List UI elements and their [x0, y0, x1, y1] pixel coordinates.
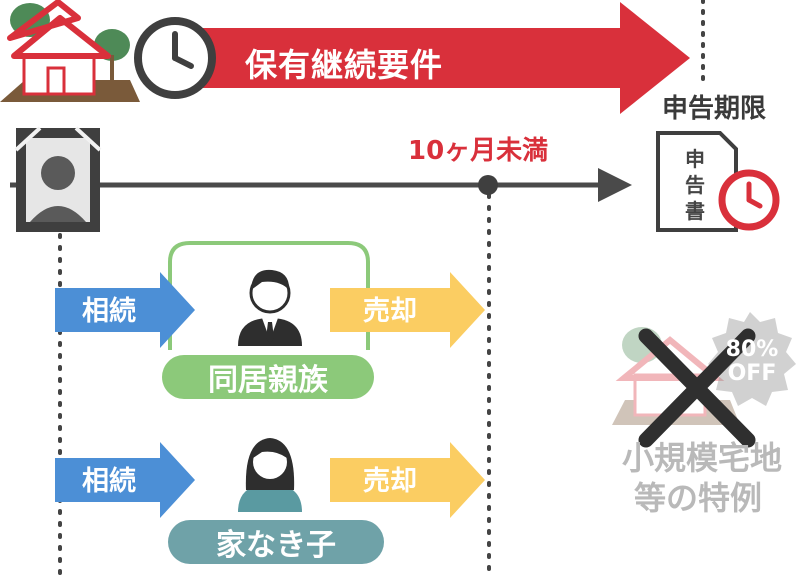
inherit-arrow-1 [55, 272, 195, 348]
inherit-label-homeless: 相続 [82, 466, 136, 497]
discount-badge-text: 80% OFF [712, 338, 792, 386]
sell-label-homeless: 売却 [363, 466, 417, 497]
man-icon [238, 269, 302, 346]
period-label: 10ヶ月未満 [408, 136, 549, 166]
house-icon [0, 0, 140, 102]
discount-line-1: 80% [725, 337, 779, 362]
discount-badge [708, 312, 796, 406]
deadline-clock-icon [718, 169, 780, 231]
woman-icon [238, 438, 302, 512]
special-rule-label-line-1: 小規模宅地 [622, 439, 783, 477]
deadline-label: 申告期限 [662, 94, 767, 124]
homeless-child-badge: 家なき子 [168, 520, 384, 564]
inherit-label-cohabiting: 相続 [82, 296, 136, 327]
holding-requirement-arrow [185, 2, 690, 114]
inherit-arrow-2 [55, 442, 195, 518]
sell-arrow-1 [330, 272, 485, 348]
discount-line-2: OFF [727, 361, 777, 386]
holding-requirement-label: 保有継続要件 [245, 46, 444, 84]
clock-icon [134, 17, 216, 99]
sell-label-cohabiting: 売却 [363, 296, 417, 327]
not-applicable-cross-icon [638, 328, 756, 448]
special-rule-label-line-2: 等の特例 [634, 479, 763, 517]
deceased-portrait-icon [14, 126, 102, 232]
cohabiting-bracket [168, 241, 370, 350]
cohabiting-relative-badge: 同居親族 [162, 355, 374, 399]
ten-month-marker [478, 175, 498, 195]
sell-arrow-2 [330, 442, 485, 518]
timeline-arrowhead [598, 168, 632, 202]
tax-return-document-label: 申告書 [685, 147, 705, 223]
